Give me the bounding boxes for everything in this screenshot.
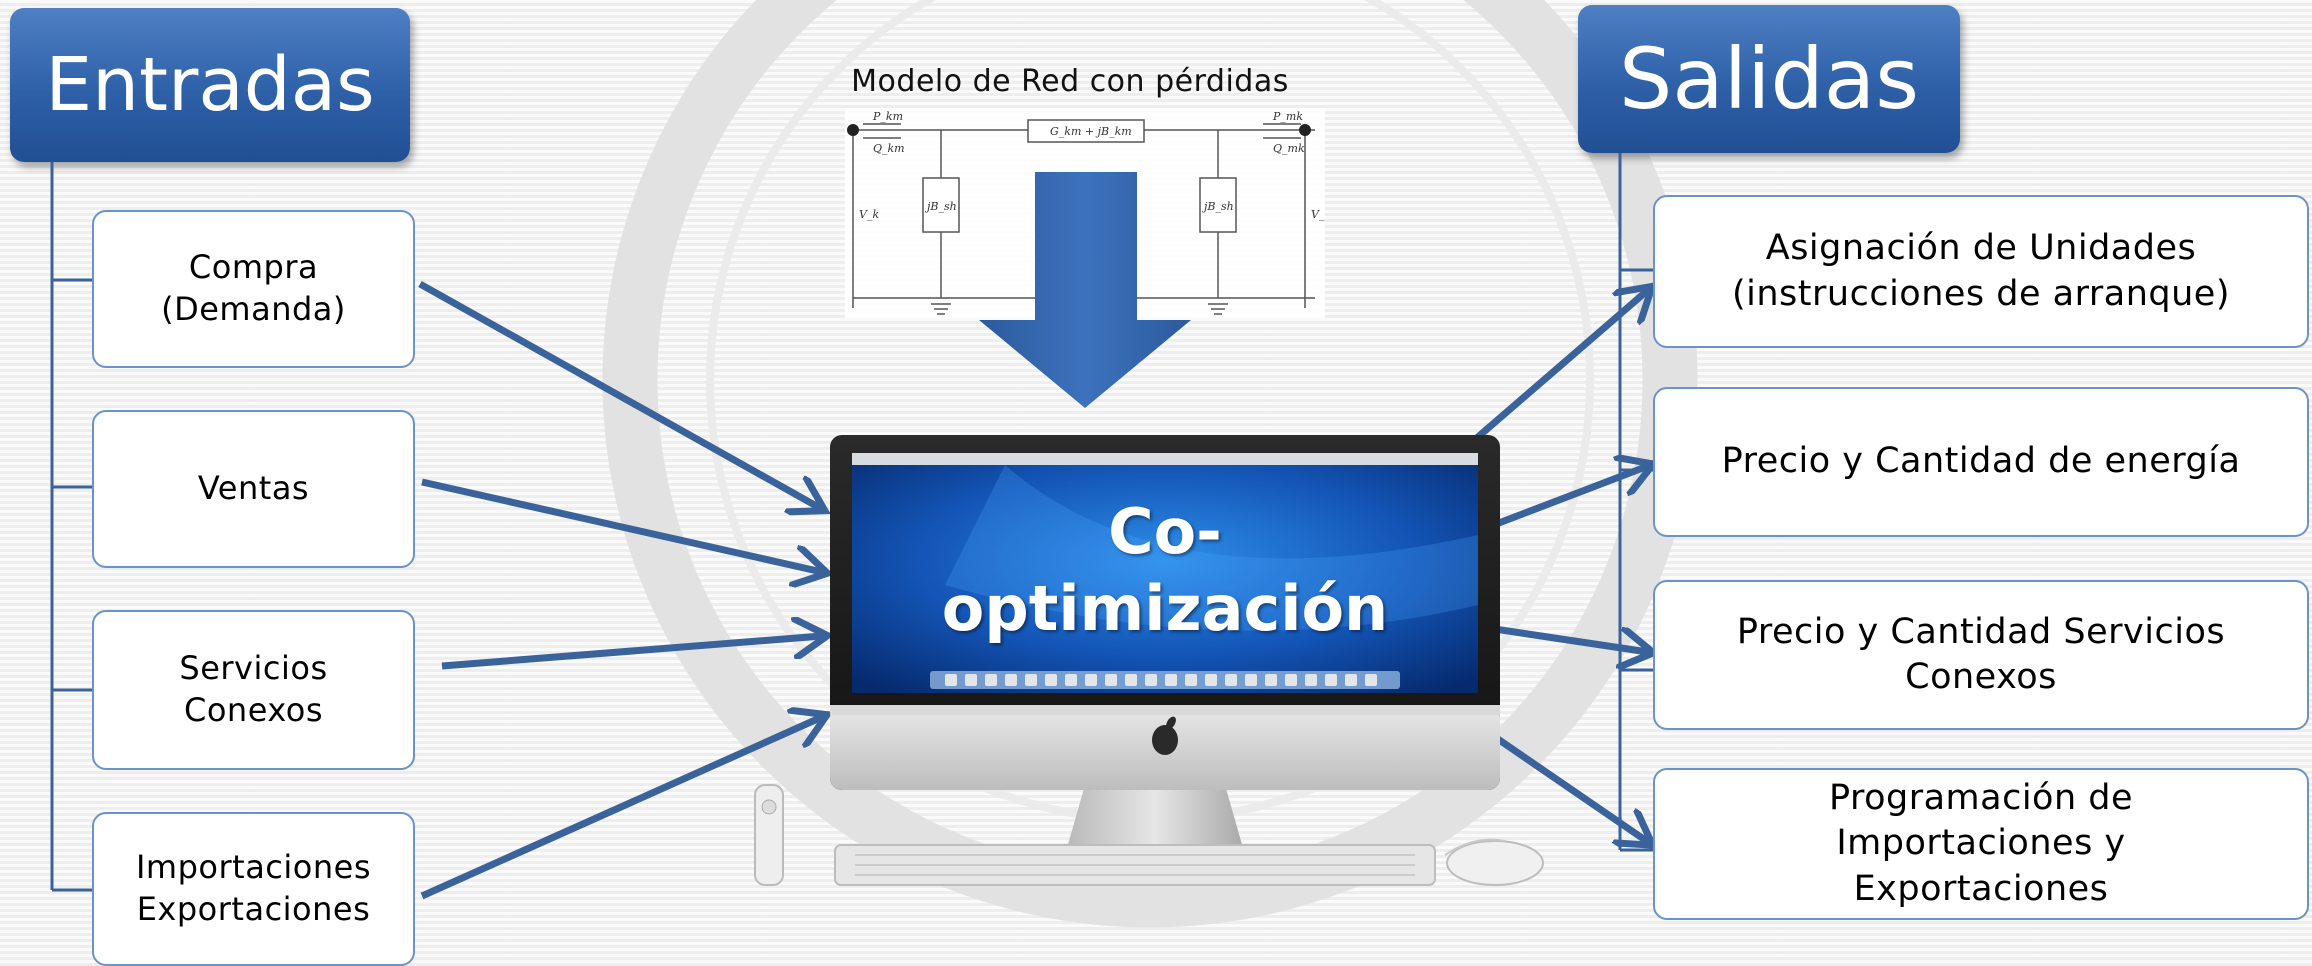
label-q-right: Q_mk (1273, 142, 1305, 155)
label-shunt-right: jB_sh (1201, 200, 1234, 213)
outputs-header: Salidas (1578, 5, 1960, 153)
input-box-servicios: Servicios Conexos (92, 610, 415, 770)
input-label-servicios: Servicios Conexos (179, 649, 328, 729)
input-tree-lines (50, 162, 92, 892)
output-tree-lines (1618, 153, 1653, 852)
input-box-ventas: Ventas (92, 410, 415, 568)
label-q-left: Q_km (873, 142, 905, 155)
output-label-precio-energia: Precio y Cantidad de energía (1721, 441, 2241, 482)
input-box-compra: Compra (Demanda) (92, 210, 415, 368)
arrow-servicios (441, 636, 822, 670)
big-down-arrow (979, 172, 1191, 408)
label-shunt-left: jB_sh (924, 200, 957, 213)
inputs-title: Entradas (45, 42, 375, 128)
output-label-programacion: Programación de Importaciones y Exportac… (1828, 777, 2134, 909)
output-box-asignacion: Asignación de Unidades (instrucciones de… (1653, 195, 2309, 348)
outputs-title: Salidas (1618, 30, 1920, 128)
network-title: Modelo de Red con pérdidas (851, 64, 1289, 99)
arrow-compra (418, 280, 820, 508)
output-box-precio-servicios: Precio y Cantidad Servicios Conexos (1653, 580, 2309, 730)
apple-logo-icon (1152, 716, 1178, 755)
label-impedance: G_km + jB_km (1050, 125, 1132, 138)
arrow-ventas (421, 478, 822, 572)
output-box-precio-energia: Precio y Cantidad de energía (1653, 387, 2309, 537)
output-label-precio-servicios: Precio y Cantidad Servicios Conexos (1736, 611, 2226, 698)
label-p-left: P_km (872, 110, 903, 123)
input-label-ventas: Ventas (197, 469, 310, 508)
imac-computer-icon (754, 435, 1544, 886)
input-label-compra: Compra (Demanda) (161, 248, 346, 328)
inputs-header: Entradas (10, 8, 410, 162)
label-v-right: V_m (1311, 208, 1325, 221)
input-label-importaciones: Importaciones Exportaciones (135, 848, 371, 928)
label-v-left: V_k (859, 208, 879, 221)
output-box-programacion: Programación de Importaciones y Exportac… (1653, 768, 2309, 920)
arrow-importaciones (420, 717, 822, 900)
output-label-asignacion: Asignación de Unidades (instrucciones de… (1732, 228, 2230, 314)
input-box-importaciones: Importaciones Exportaciones (92, 812, 415, 966)
co-optimization-label: Co- optimización (941, 494, 1389, 646)
label-p-right: P_mk (1272, 110, 1303, 123)
